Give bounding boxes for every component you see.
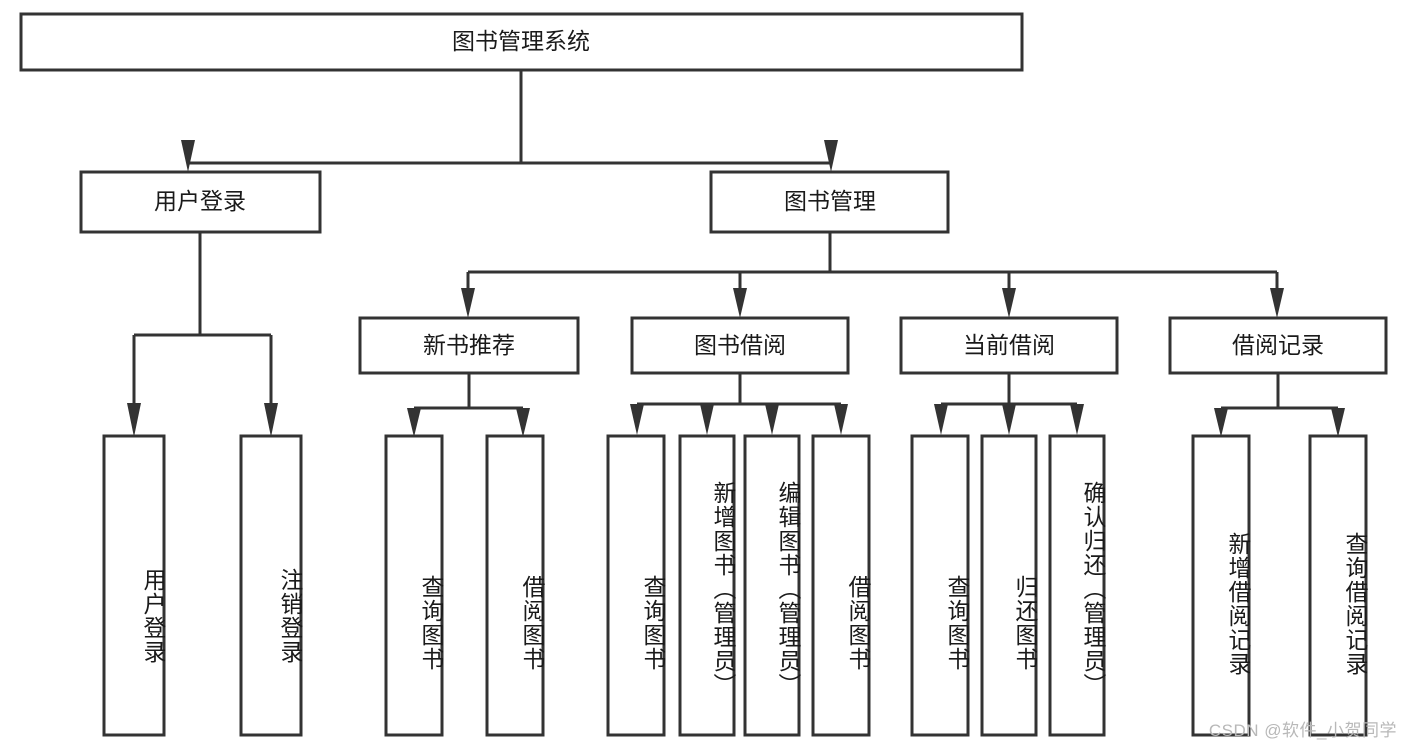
arrow-to-new-book-recommend (461, 272, 475, 318)
leaf-box-edit-book-admin[interactable] (743, 434, 801, 737)
arrow-bb-leaf-2 (700, 404, 714, 435)
node-user-login-label: 用户登录 (154, 188, 246, 214)
node-book-borrow-label: 图书借阅 (694, 332, 786, 358)
arrow-root-to-book-manage (824, 140, 838, 172)
arrow-bb-leaf-3 (765, 404, 779, 435)
arrow-user-login-leaf-2 (264, 335, 278, 437)
leaf-box-add-book-admin[interactable] (678, 434, 736, 737)
node-book-manage-label: 图书管理 (784, 188, 876, 214)
leaf-box-return-book[interactable] (980, 434, 1038, 737)
arrow-br-leaf-1 (1214, 408, 1228, 437)
node-book-borrow[interactable]: 图书借阅 (630, 316, 850, 375)
leaf-box-borrow-book-1[interactable] (485, 434, 545, 737)
node-current-borrow-label: 当前借阅 (963, 332, 1055, 358)
watermark-text: CSDN @软件_小贺同学 (1208, 721, 1397, 740)
arrow-to-borrow-record (1270, 272, 1284, 318)
node-root-label: 图书管理系统 (452, 28, 590, 54)
arrow-cb-leaf-1 (934, 404, 948, 435)
node-borrow-record-label: 借阅记录 (1232, 332, 1324, 358)
leaf-box-query-borrow-record[interactable] (1308, 434, 1368, 737)
node-borrow-record[interactable]: 借阅记录 (1168, 316, 1388, 375)
node-current-borrow[interactable]: 当前借阅 (899, 316, 1119, 375)
arrow-to-book-borrow (733, 272, 747, 318)
arrow-bb-leaf-4 (834, 404, 848, 435)
leaf-box-user-login[interactable] (102, 434, 166, 737)
leaf-box-confirm-return-admin[interactable] (1048, 434, 1106, 737)
arrow-root-to-user-login (181, 140, 195, 172)
arrow-cb-leaf-3 (1070, 404, 1084, 435)
arrow-to-current-borrow (1002, 272, 1016, 318)
node-root[interactable]: 图书管理系统 (19, 12, 1024, 72)
node-user-login[interactable]: 用户登录 (79, 170, 322, 234)
node-new-book-recommend[interactable]: 新书推荐 (358, 316, 580, 375)
leaf-box-borrow-book-2[interactable] (811, 434, 871, 737)
arrow-bb-leaf-1 (630, 404, 644, 435)
leaf-box-add-borrow-record[interactable] (1191, 434, 1251, 737)
arrow-nbr-leaf-2 (516, 408, 530, 437)
arrow-cb-leaf-2 (1002, 404, 1016, 435)
leaf-box-user-logout[interactable] (239, 434, 303, 737)
leaf-box-query-book-3[interactable] (910, 434, 970, 737)
arrow-br-leaf-2 (1331, 408, 1345, 437)
arrow-user-login-leaf-1 (127, 335, 141, 437)
leaf-box-query-book-2[interactable] (606, 434, 666, 737)
node-book-manage[interactable]: 图书管理 (709, 170, 950, 234)
node-new-book-recommend-label: 新书推荐 (423, 332, 515, 358)
leaf-box-query-book-1[interactable] (384, 434, 444, 737)
arrow-nbr-leaf-1 (407, 408, 421, 437)
